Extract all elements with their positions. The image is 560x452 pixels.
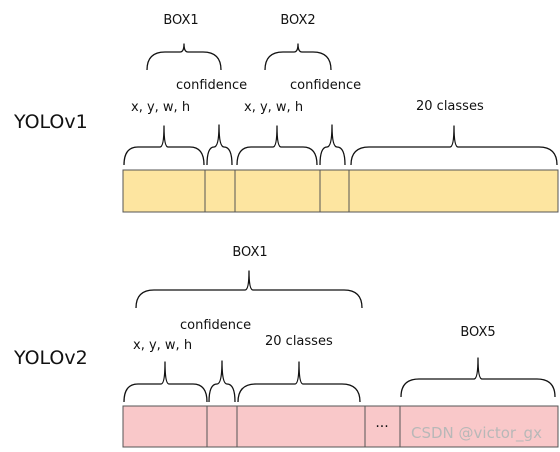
yolov2-coords-brace [123,361,208,403]
yolov1-box2-label: BOX2 [280,13,315,28]
yolov2-box1-brace [135,270,363,309]
yolov1-confidence2-brace [319,124,346,166]
yolov2-output-bar [122,405,559,448]
yolov1-coords1-label: x, y, w, h [131,100,190,115]
yolov2-ellipsis: ··· [375,419,388,435]
yolov1-box2-brace [264,43,332,71]
yolov2-seg-box5 [399,405,559,448]
yolov2-seg-classes [236,405,366,448]
yolov1-coords2-label: x, y, w, h [244,100,303,115]
yolov1-coords2-brace [236,125,318,166]
csdn-watermark: CSDN @victor_gx [411,424,542,443]
yolov1-box1-brace [146,43,222,71]
yolov2-confidence-brace [208,360,236,403]
yolov1-seg-coords1 [122,169,206,213]
yolov2-box5-brace [400,357,556,398]
yolov2-box5-label: BOX5 [460,325,495,340]
yolov1-label: YOLOv1 [13,111,88,133]
yolov2-coords-label: x, y, w, h [133,338,192,353]
yolov1-seg-classes [348,169,559,213]
yolov2-confidence-label: confidence [180,318,251,333]
yolov2-classes-brace [237,361,361,403]
yolov1-classes-label: 20 classes [416,99,484,114]
yolov2-seg-coords [122,405,208,448]
yolov1-box1-label: BOX1 [163,13,198,28]
yolov1-confidence1-label: confidence [176,78,247,93]
yolov1-seg-confidence2 [319,169,350,213]
yolov1-confidence2-label: confidence [290,78,361,93]
yolov1-confidence1-brace [206,124,233,166]
yolov2-seg-confidence [206,405,238,448]
yolov1-seg-coords2 [234,169,321,213]
yolov2-classes-label: 20 classes [265,334,333,349]
yolov2-box1-label: BOX1 [232,245,267,260]
yolov1-coords1-brace [123,125,205,166]
yolov1-seg-confidence1 [204,169,236,213]
yolov1-output-bar [122,169,559,213]
yolov1-classes-brace [350,125,558,166]
yolov2-label: YOLOv2 [13,347,88,369]
